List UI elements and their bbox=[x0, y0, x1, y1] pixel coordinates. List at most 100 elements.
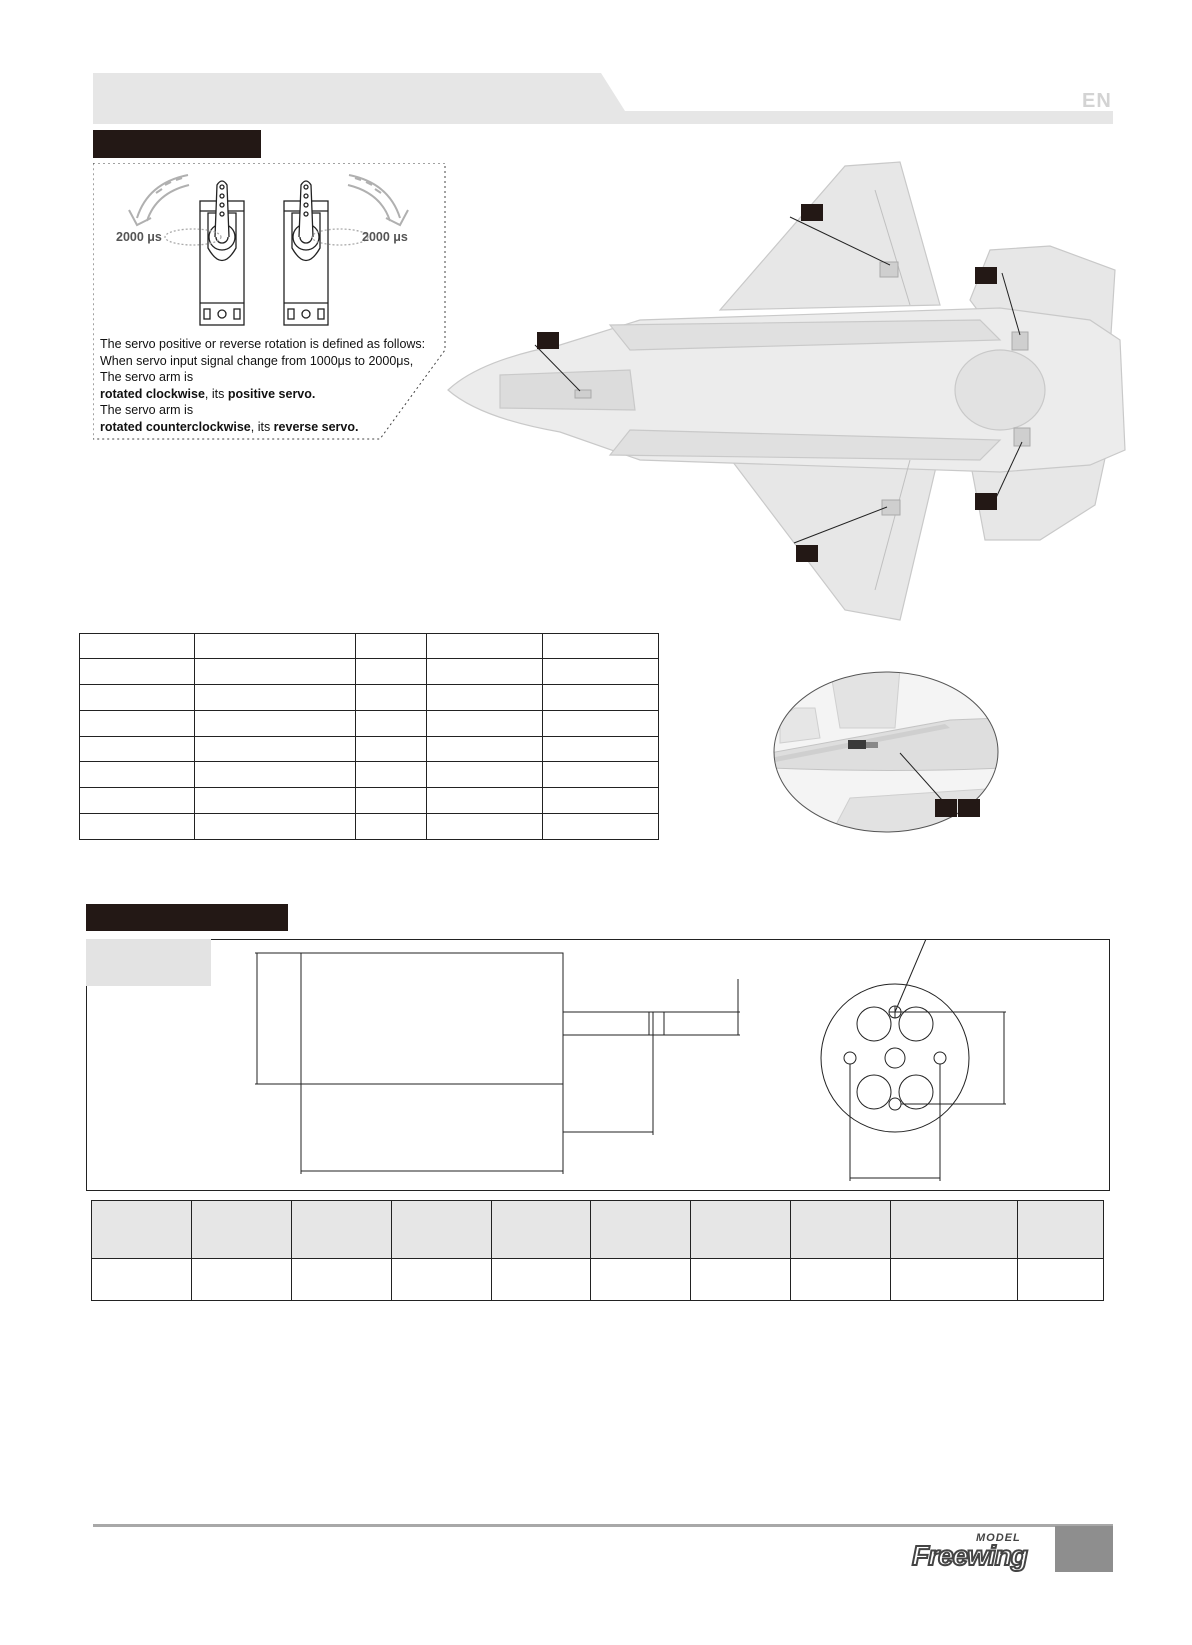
table-cell bbox=[79, 761, 195, 788]
table-cell bbox=[193, 633, 356, 659]
table-cell bbox=[190, 1258, 292, 1301]
page-number-box bbox=[1055, 1526, 1113, 1572]
table-cell bbox=[1016, 1258, 1105, 1301]
table-cell bbox=[426, 710, 544, 737]
pulse-label-left: 2000 μs bbox=[116, 230, 162, 244]
reverse-servo-text: reverse servo. bbox=[273, 419, 359, 434]
table-cell bbox=[91, 1258, 192, 1301]
table-row bbox=[91, 1200, 1105, 1259]
table-cell bbox=[79, 736, 195, 762]
description-line: The servo arm is bbox=[100, 370, 194, 384]
table-cell bbox=[79, 787, 195, 814]
table-row bbox=[79, 684, 659, 711]
motor-drawing-frame bbox=[86, 939, 1110, 1191]
table-cell bbox=[193, 787, 356, 814]
table-cell bbox=[354, 813, 428, 840]
clockwise-text: rotated clockwise bbox=[100, 386, 205, 401]
reverse-servo-line: rotated counterclockwise, its reverse se… bbox=[100, 419, 450, 436]
callout-tag bbox=[935, 799, 957, 817]
table-header-cell bbox=[890, 1200, 1018, 1259]
table-header-cell bbox=[690, 1200, 792, 1259]
joiner-text: , its bbox=[250, 419, 274, 434]
table-cell bbox=[193, 736, 356, 762]
table-cell bbox=[542, 633, 659, 659]
servo-rotation-description: The servo positive or reverse rotation i… bbox=[100, 336, 450, 435]
description-line: When servo input signal change from 1000… bbox=[100, 353, 414, 368]
table-cell bbox=[426, 787, 544, 814]
table-cell bbox=[354, 658, 428, 685]
description-line: The servo positive or reverse rotation i… bbox=[100, 337, 426, 351]
table-cell bbox=[354, 710, 428, 737]
table-cell bbox=[542, 787, 659, 814]
motor-dimension-drawing bbox=[255, 939, 1006, 1181]
cw-arrow-icon bbox=[347, 174, 409, 227]
table-row bbox=[79, 710, 659, 737]
positive-servo-text: positive servo. bbox=[227, 386, 316, 401]
table-cell bbox=[542, 736, 659, 762]
table-row bbox=[79, 633, 659, 659]
table-cell bbox=[426, 633, 544, 659]
table-header-cell bbox=[390, 1200, 492, 1259]
table-cell bbox=[890, 1258, 1018, 1301]
table-cell bbox=[790, 1258, 892, 1301]
table-cell bbox=[193, 710, 356, 737]
table-cell bbox=[426, 813, 544, 840]
table-row bbox=[79, 813, 659, 840]
table-row bbox=[79, 761, 659, 788]
callout-tag bbox=[537, 332, 559, 349]
joiner-text: , its bbox=[204, 386, 228, 401]
table-header-cell bbox=[91, 1200, 192, 1259]
brand-logo: MODEL Freewing bbox=[910, 1532, 1040, 1572]
table-cell bbox=[542, 710, 659, 737]
table-cell bbox=[79, 813, 195, 840]
table-row bbox=[79, 736, 659, 762]
callout-tag bbox=[975, 493, 997, 510]
table-cell bbox=[354, 633, 428, 659]
table-cell bbox=[426, 684, 544, 711]
ccw-arrow-icon bbox=[128, 174, 190, 227]
table-header-cell bbox=[1016, 1200, 1105, 1259]
table-cell bbox=[79, 633, 195, 659]
table-cell bbox=[354, 684, 428, 711]
footer-rule bbox=[93, 1524, 1113, 1527]
servo-spec-table bbox=[79, 633, 659, 840]
table-cell bbox=[354, 736, 428, 762]
table-cell bbox=[542, 684, 659, 711]
table-cell bbox=[542, 658, 659, 685]
jet-servo-location-diagram bbox=[447, 161, 1126, 621]
table-cell bbox=[590, 1258, 692, 1301]
section-bar-servo bbox=[93, 130, 261, 158]
language-label: EN bbox=[1082, 90, 1112, 112]
table-cell bbox=[79, 710, 195, 737]
table-cell bbox=[426, 761, 544, 788]
motor-spec-table bbox=[91, 1200, 1105, 1301]
callout-tag bbox=[958, 799, 980, 817]
table-cell bbox=[193, 813, 356, 840]
callout-tag bbox=[796, 545, 818, 562]
table-row bbox=[91, 1258, 1105, 1301]
table-row bbox=[79, 658, 659, 685]
callout-tag bbox=[975, 267, 997, 284]
table-cell bbox=[354, 761, 428, 788]
table-header-cell bbox=[490, 1200, 592, 1259]
counterclockwise-text: rotated counterclockwise bbox=[100, 419, 251, 434]
table-cell bbox=[79, 684, 195, 711]
table-cell bbox=[426, 658, 544, 685]
servo-right-icon bbox=[283, 180, 369, 326]
table-cell bbox=[690, 1258, 792, 1301]
table-cell bbox=[426, 736, 544, 762]
table-cell bbox=[193, 658, 356, 685]
table-cell bbox=[542, 761, 659, 788]
brand-logo-text: Freewing bbox=[911, 1539, 1029, 1572]
brand-logo-small-text: MODEL bbox=[976, 1532, 1021, 1544]
table-cell bbox=[79, 658, 195, 685]
table-cell bbox=[390, 1258, 492, 1301]
table-cell bbox=[542, 813, 659, 840]
pulse-label-right: 2000 μs bbox=[362, 230, 408, 244]
servo-direction-box bbox=[93, 163, 446, 440]
section-bar-motor bbox=[86, 904, 288, 931]
table-cell bbox=[193, 684, 356, 711]
description-line: The servo arm is bbox=[100, 403, 194, 417]
header-banner bbox=[93, 73, 1113, 124]
table-cell bbox=[193, 761, 356, 788]
